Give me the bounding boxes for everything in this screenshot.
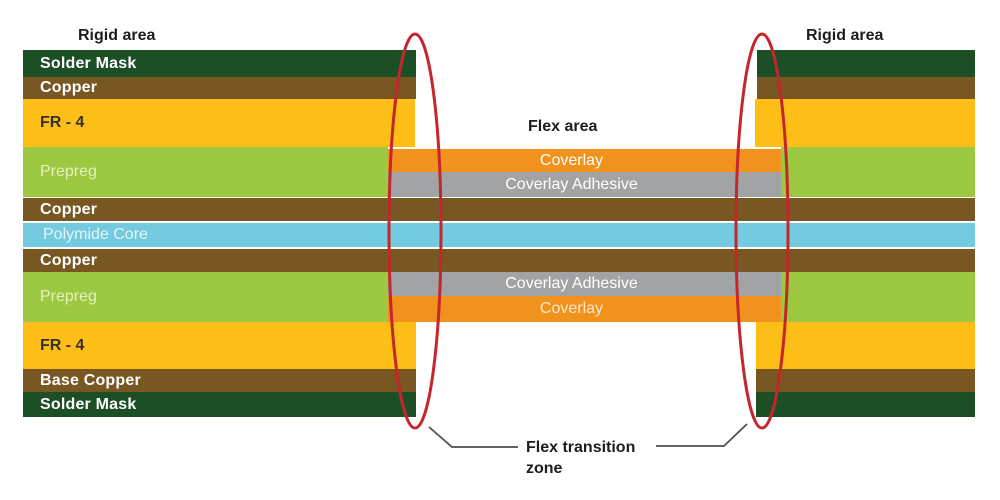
layer-coverlay-adhesive-bottom [388, 272, 781, 296]
fr4-bottom-label: FR - 4 [40, 336, 85, 354]
layer-prepreg-top-right [781, 147, 975, 197]
layer-polymide-core: Polymide Core [23, 223, 975, 247]
flex-transition-label: Flex transition zone [526, 437, 635, 479]
rigid-area-label-left: Rigid area [78, 27, 156, 44]
coverlay-adhesive-bottom-label-band: Coverlay Adhesive [388, 272, 781, 296]
layer-coverlay-adhesive-top [388, 172, 781, 197]
prepreg-top-label: Prepreg [40, 163, 97, 180]
layer-fr4-top-left: FR - 4 [23, 99, 415, 147]
coverlay-top-label-band: Coverlay [388, 149, 781, 172]
layer-copper-top-left: Copper [23, 77, 416, 99]
fr4-top-label: FR - 4 [40, 114, 85, 131]
flex-transition-label-line1: Flex transition [526, 439, 636, 456]
coverlay-adhesive-top-label: Coverlay Adhesive [505, 175, 638, 193]
coverlay-bottom-label: Coverlay [539, 300, 604, 317]
layer-coverlay-top [388, 149, 781, 172]
coverlay-top-label: Coverlay [539, 151, 604, 169]
copper-top-label: Copper [40, 79, 98, 96]
base-copper-label: Base Copper [40, 371, 141, 389]
layer-solder-mask-bottom-left: Solder Mask [23, 392, 416, 417]
layer-copper-middle-top: Copper [23, 198, 975, 221]
layer-prepreg-bottom-right [781, 272, 975, 322]
layer-coverlay-bottom [388, 296, 781, 322]
leader-line-right [656, 423, 748, 447]
layer-copper-middle-bottom: Copper [23, 249, 975, 272]
layer-fr4-bottom-left: FR - 4 [23, 322, 416, 369]
coverlay-adhesive-bottom-label: Coverlay Adhesive [505, 275, 638, 292]
flex-transition-label-line2: zone [526, 460, 563, 477]
coverlay-bottom-label-band: Coverlay [388, 296, 781, 322]
layer-base-copper-left: Base Copper [23, 369, 416, 392]
copper-middle-top-label: Copper [40, 200, 98, 218]
layer-base-copper-right [756, 369, 975, 392]
flex-area-label: Flex area [528, 118, 598, 135]
coverlay-adhesive-top-label-band: Coverlay Adhesive [388, 172, 781, 197]
leader-line-left [428, 426, 518, 448]
solder-mask-top-label: Solder Mask [40, 54, 137, 72]
solder-mask-bottom-label: Solder Mask [40, 395, 137, 413]
layer-prepreg-bottom-left: Prepreg [23, 272, 388, 322]
rigid-area-label-right: Rigid area [806, 27, 884, 44]
layer-fr4-top-right [755, 99, 975, 147]
copper-middle-bottom-label: Copper [40, 251, 98, 269]
prepreg-bottom-label: Prepreg [40, 288, 97, 305]
layer-fr4-bottom-right [756, 322, 975, 369]
polymide-core-label: Polymide Core [43, 226, 148, 243]
layer-solder-mask-top-right [757, 50, 975, 77]
layer-prepreg-top-left: Prepreg [23, 147, 388, 197]
layer-copper-top-right [757, 77, 975, 99]
layer-solder-mask-top-left: Solder Mask [23, 50, 416, 77]
layer-solder-mask-bottom-right [756, 392, 975, 417]
